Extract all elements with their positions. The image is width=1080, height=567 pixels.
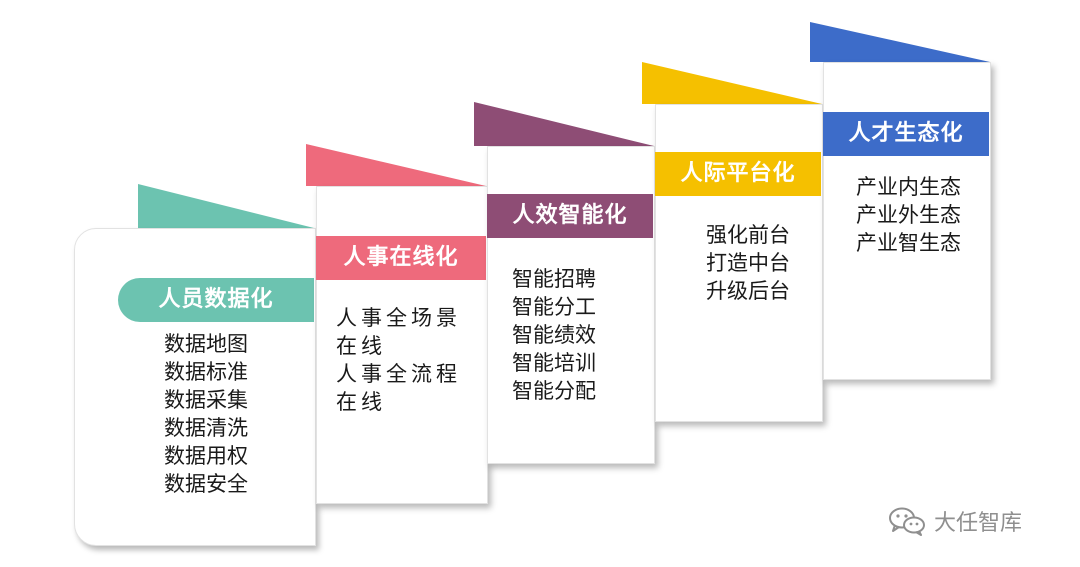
column-flap: [474, 102, 654, 146]
list-item: 智能分配: [512, 379, 596, 403]
column-flap: [306, 144, 486, 186]
column-title: 人效智能化: [487, 194, 653, 238]
column-title: 人事在线化: [316, 236, 486, 280]
list-item: 数据标准: [164, 360, 248, 384]
list-item: 人事全场景: [336, 306, 461, 330]
list-item: 升级后台: [706, 279, 790, 303]
list-item: 数据清洗: [164, 416, 248, 440]
list-item: 在线: [336, 334, 386, 358]
list-item: 智能培训: [512, 351, 596, 375]
list-item: 在线: [336, 390, 386, 414]
column-flap: [810, 22, 990, 62]
list-item: 打造中台: [706, 251, 790, 275]
column-item-list: 人事全场景 在线 人事全流程 在线: [336, 304, 461, 416]
wechat-icon: [889, 507, 925, 536]
list-item: 智能分工: [512, 295, 596, 319]
column-title: 人际平台化: [655, 152, 821, 196]
column-item-list: 智能招聘 智能分工 智能绩效 智能培训 智能分配: [512, 265, 596, 405]
list-item: 数据地图: [164, 332, 248, 356]
list-item: 产业内生态: [856, 175, 961, 199]
column-flap: [642, 62, 822, 104]
column-title: 人员数据化: [118, 278, 314, 322]
list-item: 强化前台: [706, 223, 790, 247]
watermark-text: 大任智库: [934, 511, 1023, 536]
column-item-list: 产业内生态 产业外生态 产业智生态: [856, 173, 961, 257]
list-item: 智能绩效: [512, 323, 596, 347]
column-item-list: 强化前台 打造中台 升级后台: [706, 221, 790, 305]
list-item: 数据采集: [164, 388, 248, 412]
list-item: 产业智生态: [856, 231, 961, 255]
list-item: 数据安全: [164, 472, 248, 496]
column-flap: [138, 184, 314, 228]
list-item: 智能招聘: [512, 267, 596, 291]
column-item-list: 数据地图 数据标准 数据采集 数据清洗 数据用权 数据安全: [164, 330, 248, 498]
list-item: 产业外生态: [856, 203, 961, 227]
list-item: 数据用权: [164, 444, 248, 468]
list-item: 人事全流程: [336, 362, 461, 386]
watermark: 大任智库: [888, 505, 1022, 537]
column-title: 人才生态化: [823, 112, 989, 156]
